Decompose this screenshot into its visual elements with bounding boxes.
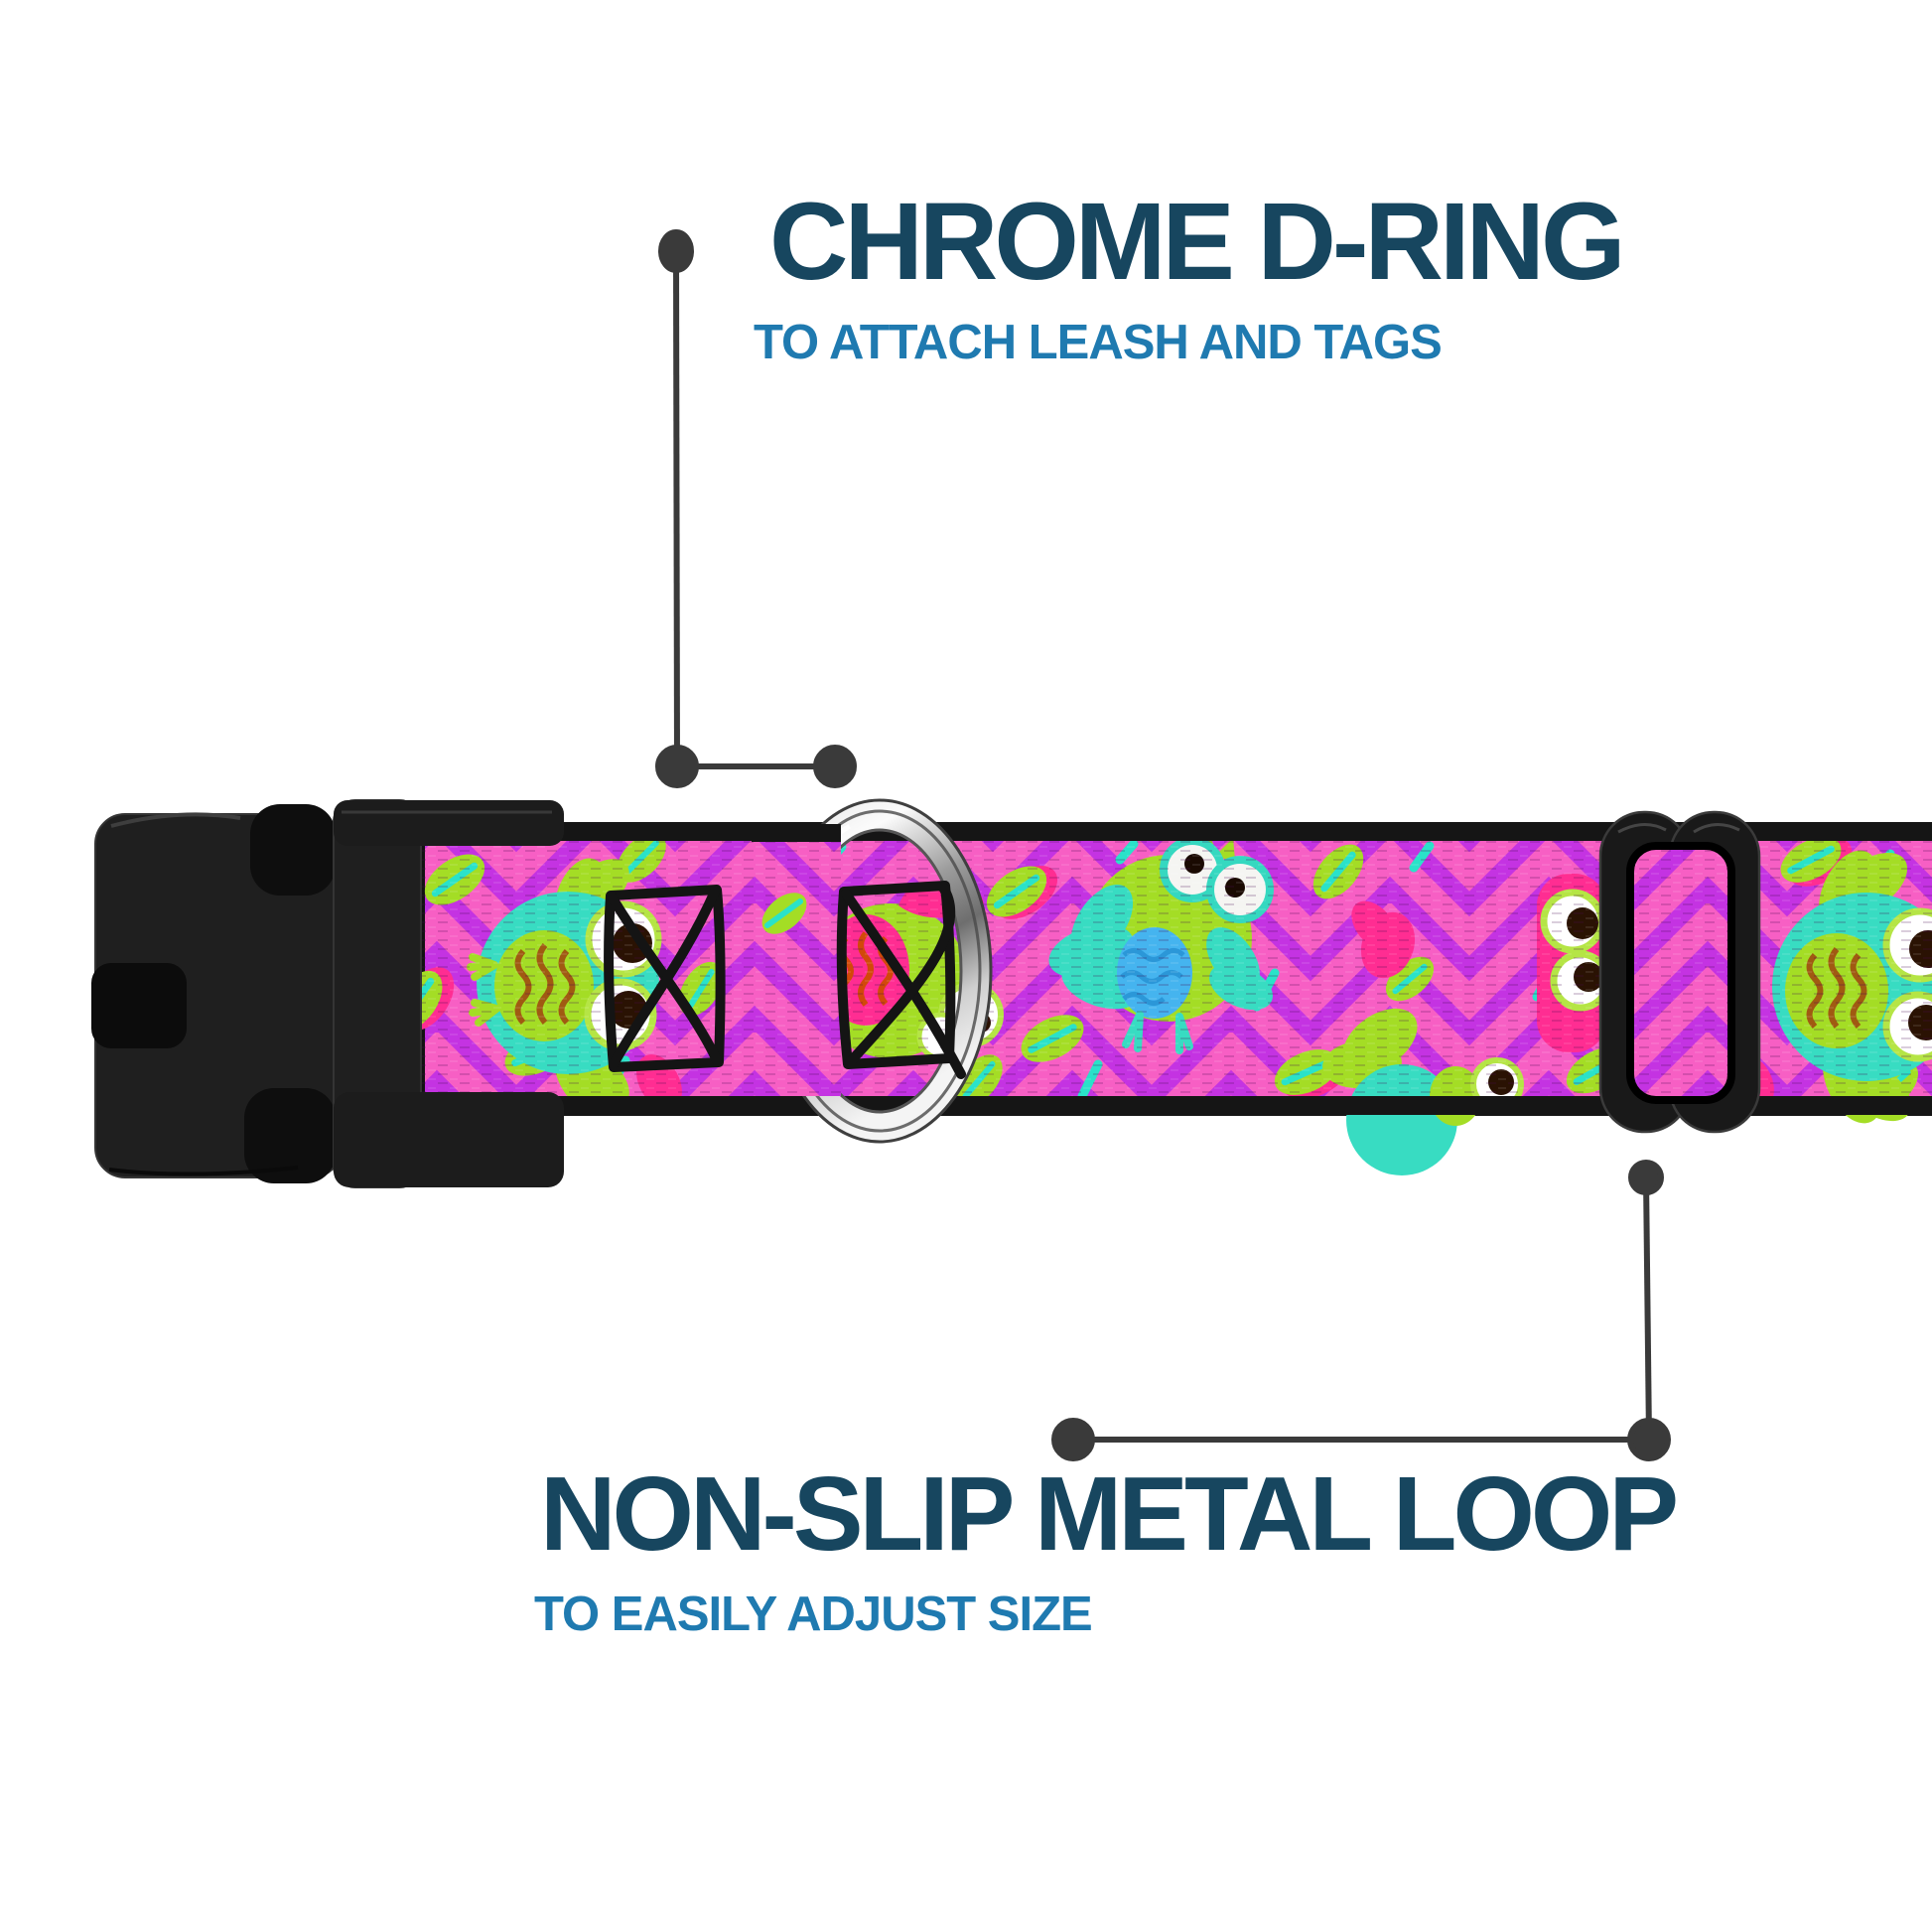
dring-callout-title: CHROME D-RING [769,181,1626,303]
metal-loop-slider [1598,810,1761,1134]
connector-dot [813,745,857,788]
stitch-boxes [604,881,966,1079]
connector-dot [655,745,699,788]
connector-dot [1628,1160,1664,1195]
callout-connectors [655,229,1671,1461]
loop-callout-connector [1051,1160,1671,1461]
dring-callout-connector [655,229,857,788]
connector-dot [1627,1418,1671,1461]
stitch-box [836,881,966,1079]
loop-callout-subtitle: TO EASILY ADJUST SIZE [534,1587,1093,1641]
webbing-fold [752,824,841,1096]
stitch-box [604,885,726,1072]
connector-dot [1051,1418,1095,1461]
dring-callout: CHROME D-RING TO ATTACH LEASH AND TAGS [754,181,1626,367]
loop-callout: NON-SLIP METAL LOOP TO EASILY ADJUST SIZ… [534,1455,1679,1639]
buckle [91,799,564,1188]
connector-dot [658,229,694,273]
dring-callout-subtitle: TO ATTACH LEASH AND TAGS [754,316,1443,369]
loop-callout-title: NON-SLIP METAL LOOP [540,1455,1679,1573]
